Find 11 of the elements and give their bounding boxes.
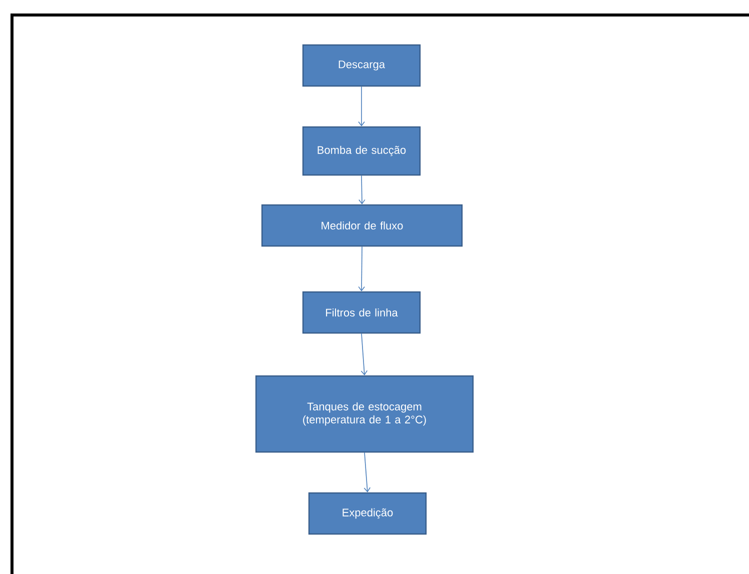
process-box: Expedição bbox=[308, 492, 427, 535]
arrow bbox=[358, 175, 366, 204]
arrow bbox=[358, 246, 365, 292]
process-box: Medidor de fluxo bbox=[261, 204, 463, 247]
arrow bbox=[364, 452, 371, 492]
arrow bbox=[358, 86, 365, 126]
process-box: Descarga bbox=[302, 44, 421, 87]
arrow bbox=[360, 333, 368, 376]
process-box: Bomba de sucção bbox=[302, 126, 421, 176]
process-box: Tanques de estocagem (temperatura de 1 a 2°C) bbox=[255, 375, 474, 453]
process-box: Filtros de linha bbox=[302, 291, 421, 334]
